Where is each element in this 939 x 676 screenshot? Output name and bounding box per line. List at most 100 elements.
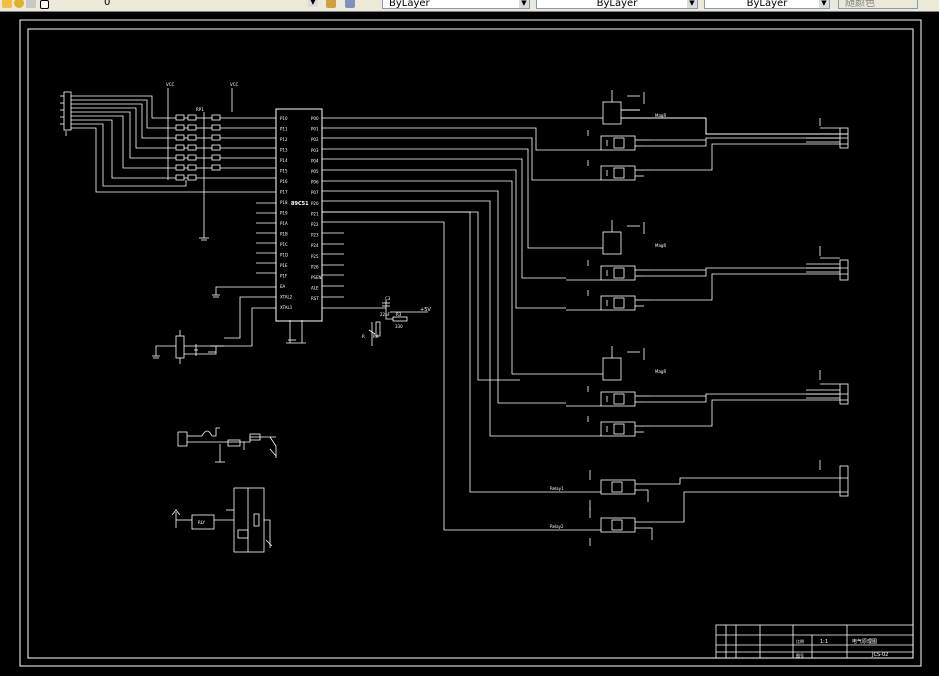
mcu-right-wires xyxy=(322,117,566,531)
svg-text:RP1: RP1 xyxy=(196,107,204,112)
input-connector xyxy=(60,91,72,136)
outer-border xyxy=(19,19,922,667)
opto-coupler xyxy=(600,391,636,407)
color-swatch-icon[interactable] xyxy=(40,0,49,9)
scale-label: 比例 xyxy=(796,638,804,644)
drawing-number: JCS-02 xyxy=(871,652,888,658)
mcu-pin-label: EA xyxy=(280,284,286,289)
lineweight-combo[interactable]: ByLayer ▼ xyxy=(704,0,830,9)
sensor-ic xyxy=(602,357,622,381)
mcu-label: 89C51 xyxy=(291,201,309,207)
opto-group: MagR xyxy=(566,109,848,311)
color-combo[interactable]: ByLayer ▼ xyxy=(382,0,530,9)
mcu-pin-label: XTAL2 xyxy=(280,295,293,300)
mcu-pin-label: P03 xyxy=(311,148,319,153)
opto-coupler xyxy=(600,165,636,181)
layer-previous-icon[interactable] xyxy=(345,0,355,8)
relay2-label: Relay2 xyxy=(550,524,564,529)
c3-label: C3 xyxy=(385,296,391,301)
mcu-pin-label: P10 xyxy=(280,116,288,121)
mcu-pin-label: XTAL1 xyxy=(280,305,293,310)
relay-output-1: Relay1 xyxy=(550,470,848,510)
opto-coupler xyxy=(600,135,636,151)
drawing-title: 电气原理图 xyxy=(852,638,877,645)
opto-label: MagR xyxy=(655,369,666,374)
opto-label: MagR xyxy=(655,243,666,248)
mcu-left-stubs xyxy=(210,202,276,347)
lock-icon[interactable] xyxy=(26,0,36,8)
mcu-pin-label: P16 xyxy=(280,179,288,184)
cap-value: 22uF xyxy=(380,312,391,317)
mcu-pin-label: P15 xyxy=(280,169,288,174)
chevron-down-icon[interactable]: ▼ xyxy=(308,0,318,7)
opto-group: MagR xyxy=(566,90,848,181)
mcu-pin-label: P1F xyxy=(280,274,288,279)
mcu-pin-label: P1A xyxy=(280,221,288,226)
opto-coupler xyxy=(600,265,636,281)
layer-combo[interactable]: ▼ xyxy=(90,0,318,9)
layer-name[interactable]: 0 xyxy=(104,0,111,8)
sheet-label: 图号 xyxy=(796,652,804,658)
power-supply xyxy=(177,427,277,463)
mcu-pin-label: P1C xyxy=(280,242,288,247)
mcu-pin-label: P1E xyxy=(280,263,288,268)
res-value: 330 xyxy=(395,324,403,329)
r3-label: R3 xyxy=(396,312,402,317)
mcu-pin-label: P00 xyxy=(311,116,319,121)
rk-label: RK xyxy=(373,334,379,339)
opto-coupler xyxy=(600,421,636,437)
svg-text:VCC: VCC xyxy=(166,82,175,87)
sensor-ic xyxy=(602,101,622,125)
mcu-left-pin-labels: P10P11P12P13P14P15P16P17P18P19P1AP1BP1CP… xyxy=(280,116,293,310)
properties-toolbar: 0 ▼ ByLayer ▼ ByLayer ▼ ByLayer ▼ 随颜色 xyxy=(0,0,939,12)
mcu-right-pin-labels: P00P01P02P03P04P05P06P07P20P21P22P23P24P… xyxy=(311,116,321,301)
mcu-pin-label: P25 xyxy=(311,254,319,259)
scale-value: 1:1 xyxy=(820,639,828,645)
freeze-icon[interactable] xyxy=(14,0,24,8)
mcu-pin-label: P24 xyxy=(311,243,319,248)
input-wires xyxy=(71,95,250,193)
mcu-pin-label: P13 xyxy=(280,148,288,153)
relay1-label: Relay1 xyxy=(550,486,564,491)
schematic-drawing: VCC VCC RP1 89C51 P10P11P12P13P14P15P16P… xyxy=(19,19,922,667)
mcu-pin-label: P02 xyxy=(311,137,319,142)
chevron-down-icon[interactable]: ▼ xyxy=(819,0,829,8)
chevron-down-icon[interactable]: ▼ xyxy=(519,0,529,8)
opto-group: MagR xyxy=(566,109,848,437)
plotstyle-combo[interactable]: 随颜色 xyxy=(838,0,918,9)
linetype-combo[interactable]: ByLayer ▼ xyxy=(536,0,698,9)
plotstyle-combo-value: 随颜色 xyxy=(845,0,875,9)
resistor-rows xyxy=(175,114,221,181)
mcu-pin-label: P06 xyxy=(311,180,319,185)
layer-state-icon[interactable] xyxy=(2,0,12,8)
mcu-pin-label: P04 xyxy=(311,158,319,163)
opto-coupler xyxy=(600,295,636,311)
mcu-pin-label: P21 xyxy=(311,211,319,216)
relay-driver: RLY xyxy=(171,487,273,553)
crystal-oscillator xyxy=(152,320,306,364)
mcu-pin-label: P26 xyxy=(311,264,319,269)
opto-coupler-groups: MagR MagR MagR xyxy=(566,90,848,437)
resistor-array: VCC VCC RP1 xyxy=(166,82,276,241)
vcc-label: +5V xyxy=(420,307,431,313)
mcu-pin-label: P17 xyxy=(280,190,288,195)
lineweight-combo-value: ByLayer xyxy=(746,0,788,9)
mcu-pin-label: ALE xyxy=(311,286,319,291)
mcu-pin-label: P11 xyxy=(280,127,288,132)
mcu-pin-label: P23 xyxy=(311,233,319,238)
mcu-pin-label: P18 xyxy=(280,200,288,205)
sensor-ic xyxy=(602,231,622,255)
chevron-down-icon[interactable]: ▼ xyxy=(687,0,697,8)
inner-border xyxy=(27,28,914,659)
svg-text:VCC: VCC xyxy=(230,82,239,87)
r-label: R xyxy=(362,334,365,339)
mcu-pin-label: P19 xyxy=(280,211,288,216)
opto-label: MagR xyxy=(655,113,666,118)
mcu-pin-label: P07 xyxy=(311,190,319,195)
mcu-pin-label: RST xyxy=(311,296,319,301)
make-current-layer-icon[interactable] xyxy=(326,0,336,8)
mcu-pin-label: P05 xyxy=(311,169,319,174)
mcu-pin-label: P22 xyxy=(311,222,319,227)
mcu-pin-label: P01 xyxy=(311,127,319,132)
